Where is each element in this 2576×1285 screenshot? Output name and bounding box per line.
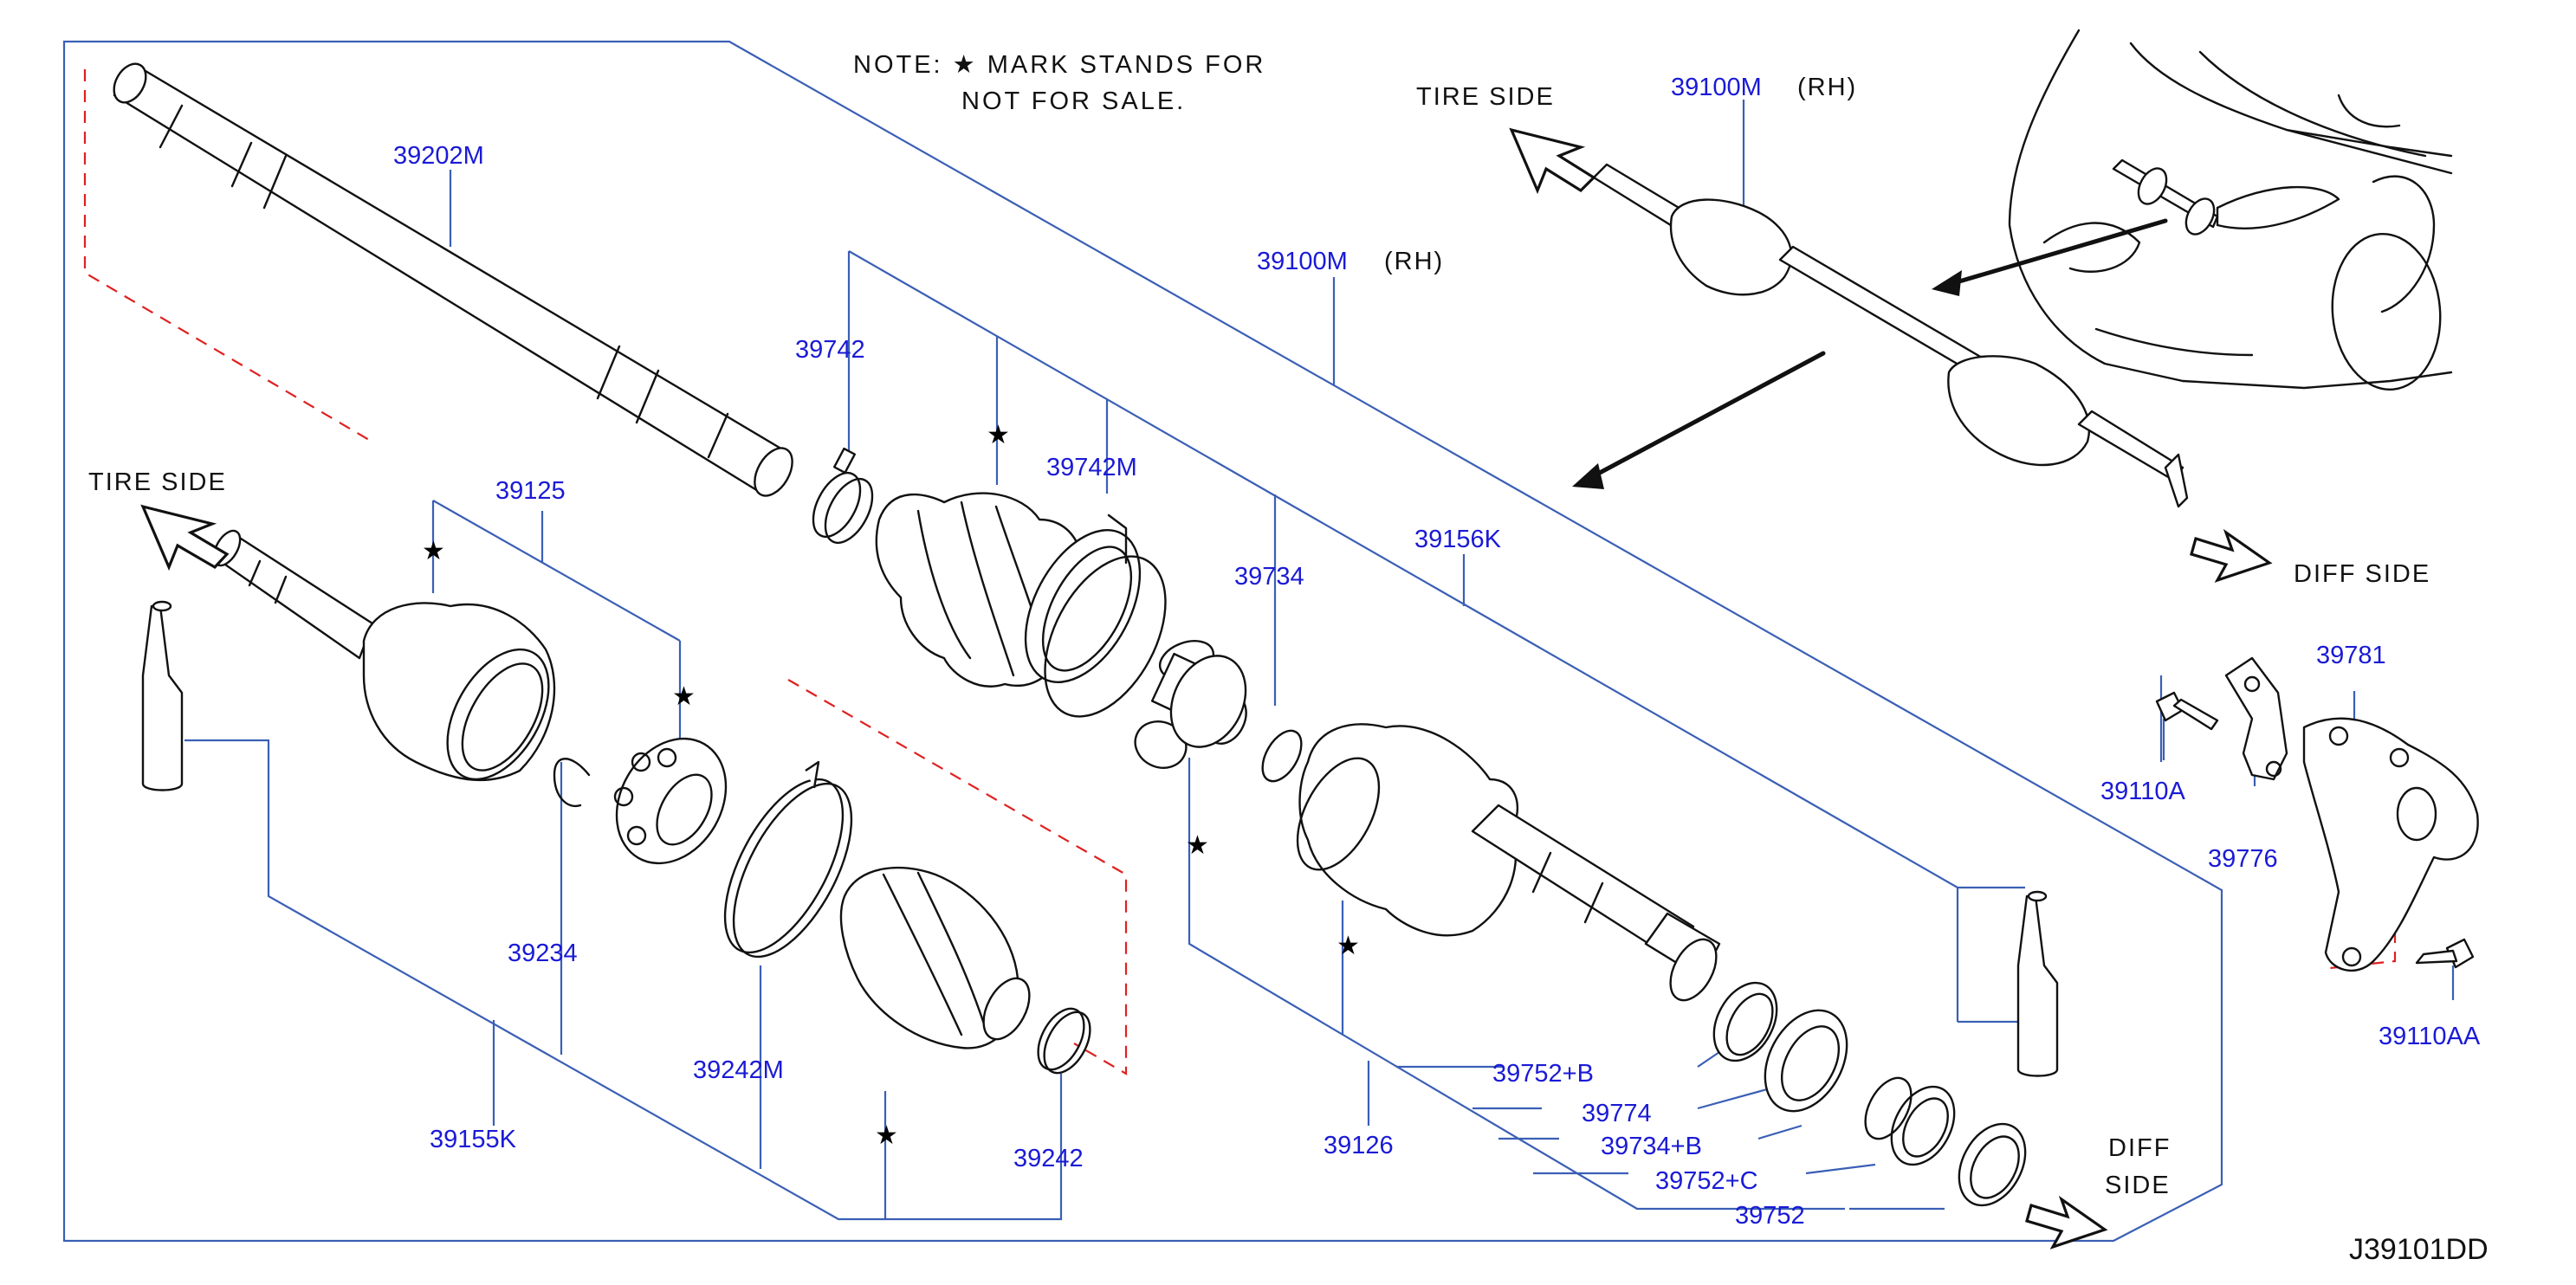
part-39125[interactable]: 39125 [495,477,566,505]
tire-side-arrow-upper [1509,127,1596,195]
star-mark-inner-race: ★ [672,682,696,711]
star-mark-boot: ★ [987,421,1010,449]
plate-39776 [2224,656,2288,781]
diff-side-arrow-upper [2190,528,2273,583]
star-mark-tripod: ★ [1186,831,1209,860]
part-39242[interactable]: 39242 [1013,1145,1084,1172]
seal-rings [1712,981,2027,1207]
assembly-frame [62,40,2223,1243]
knuckle-bracket-39781 [2302,717,2479,972]
diff-side-label-lower-1: DIFF [2108,1134,2171,1162]
diff-side-arrow-lower [2025,1195,2108,1249]
diff-side-label-upper: DIFF SIDE [2294,560,2431,588]
part-39752[interactable]: 39752 [1735,1202,1805,1230]
outer-cv-joint [212,529,556,782]
part-39110A[interactable]: 39110A [2100,778,2185,805]
part-39155K[interactable]: 39155K [430,1126,516,1153]
part-39776[interactable]: 39776 [2208,845,2278,873]
dash-shaft-spline [83,69,370,441]
part-39110AA[interactable]: 39110AA [2379,1023,2481,1050]
part-39742[interactable]: 39742 [795,336,865,364]
assembled-driveshaft [1592,163,2189,508]
shaft-39202M [113,62,793,497]
housing-39126 [1296,723,1721,1002]
grease-tube-right [2016,890,2059,1077]
grease-tube-left [141,600,184,791]
clamp-39242 [1037,1007,1091,1075]
part-39734[interactable]: 39734 [1234,563,1304,591]
dash-boot-end [787,679,1128,1075]
tire-side-label-upper: TIRE SIDE [1416,83,1555,111]
bolt-39110A [2155,691,2219,731]
inner-race [613,737,728,865]
part-39734B[interactable]: 39734+B [1601,1133,1702,1160]
part-39742M[interactable]: 39742M [1046,454,1137,481]
rh-label-main: (RH) [1384,248,1445,275]
diagram-code: J39101DD [2349,1233,2489,1266]
star-mark-outer-boot: ★ [875,1121,898,1150]
part-39156K[interactable]: 39156K [1414,526,1501,553]
part-39781[interactable]: 39781 [2316,642,2386,669]
part-39202M[interactable]: 39202M [393,142,484,170]
note-line-2: NOT FOR SALE. [961,87,1187,115]
tire-side-arrow-left [140,504,230,571]
note-line-1: NOTE: ★ MARK STANDS FOR [853,51,1266,79]
vehicle-sketch [2008,29,2453,391]
snap-ring-39734 [1261,729,1303,783]
part-39752C[interactable]: 39752+C [1655,1167,1758,1195]
tripod-joint [1134,640,1247,769]
tire-side-label-left: TIRE SIDE [88,468,227,496]
part-39100M-main[interactable]: 39100M [1257,248,1348,275]
star-mark-housing: ★ [1337,932,1360,960]
part-39242M[interactable]: 39242M [693,1056,784,1084]
part-39126[interactable]: 39126 [1324,1132,1394,1159]
bolt-39110AA [2415,938,2475,969]
part-39774[interactable]: 39774 [1582,1100,1652,1127]
joint-group-bracket [432,500,681,642]
diff-side-label-lower-2: SIDE [2105,1172,2171,1199]
clamp-39742 [812,447,874,544]
boot-39742M [875,492,1167,718]
rh-label-upper: (RH) [1797,74,1858,101]
boot-39242M [723,760,1031,1049]
part-39752B[interactable]: 39752+B [1492,1060,1594,1088]
circlip-39234 [553,758,591,808]
star-mark-outer-joint: ★ [422,537,445,565]
part-39234[interactable]: 39234 [508,940,578,967]
part-39100M-upper[interactable]: 39100M [1671,74,1762,101]
